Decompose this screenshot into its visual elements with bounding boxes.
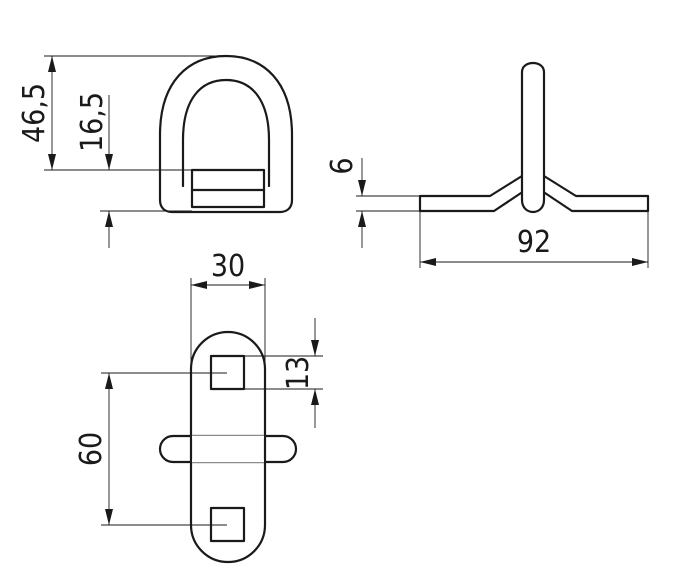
dim-label-ring-height: 46,5 [17,83,52,143]
front-view [158,54,294,214]
dim-label-plate-height: 16,5 [75,92,110,152]
ring-outer-outline [158,54,294,214]
ring-inner-outline [181,78,271,188]
dim-label-overall-length: 92 [517,225,551,260]
dim-hole-spacing: 60 [74,372,227,526]
ring-base-block [190,168,266,209]
top-hole-upper [209,354,246,391]
dim-label-hole-size: 13 [281,356,316,390]
top-view [158,330,298,564]
dim-ring-height: 46,5 [17,55,226,171]
dim-overall-length: 92 [419,211,649,268]
dim-label-hole-spacing: 60 [74,432,109,466]
top-hole-lower [209,506,246,543]
dim-plate-width: 30 [190,249,266,368]
dim-label-plate-width: 30 [211,249,245,284]
dim-plate-thickness: 6 [325,157,420,248]
side-ring-bar [520,61,546,214]
side-view [418,61,650,214]
top-ring-bar [158,434,298,464]
dim-plate-height: 16,5 [75,92,192,248]
top-plate-outline [189,330,267,564]
dim-hole-size: 13 [244,318,323,428]
dim-label-plate-thickness: 6 [325,157,360,174]
